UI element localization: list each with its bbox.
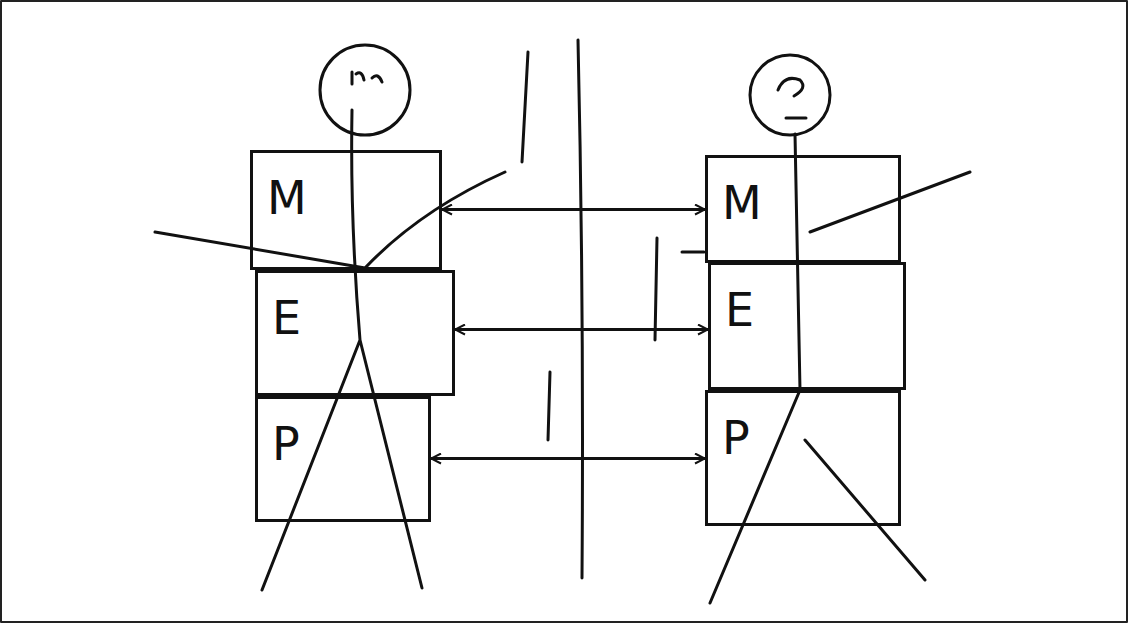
face [778, 78, 806, 118]
wall-line [578, 40, 583, 578]
box-letter: E [711, 265, 754, 333]
double-arrow [442, 208, 705, 211]
double-arrow [455, 328, 708, 331]
box-letter: E [258, 273, 301, 341]
face [352, 72, 382, 84]
head [750, 55, 830, 135]
body-box: E [708, 262, 906, 390]
box-letter: M [708, 158, 762, 226]
box-letter: M [253, 153, 307, 221]
double-arrow [431, 457, 705, 460]
arms [155, 172, 505, 268]
box-letter: P [708, 393, 750, 461]
box-letter: P [258, 399, 300, 467]
body-box: E [255, 270, 455, 396]
wall-marks [522, 52, 657, 440]
body-box: P [705, 390, 901, 526]
body-box: M [705, 155, 901, 263]
body-box: M [250, 150, 442, 270]
body-box: P [255, 396, 431, 522]
head [320, 45, 410, 135]
